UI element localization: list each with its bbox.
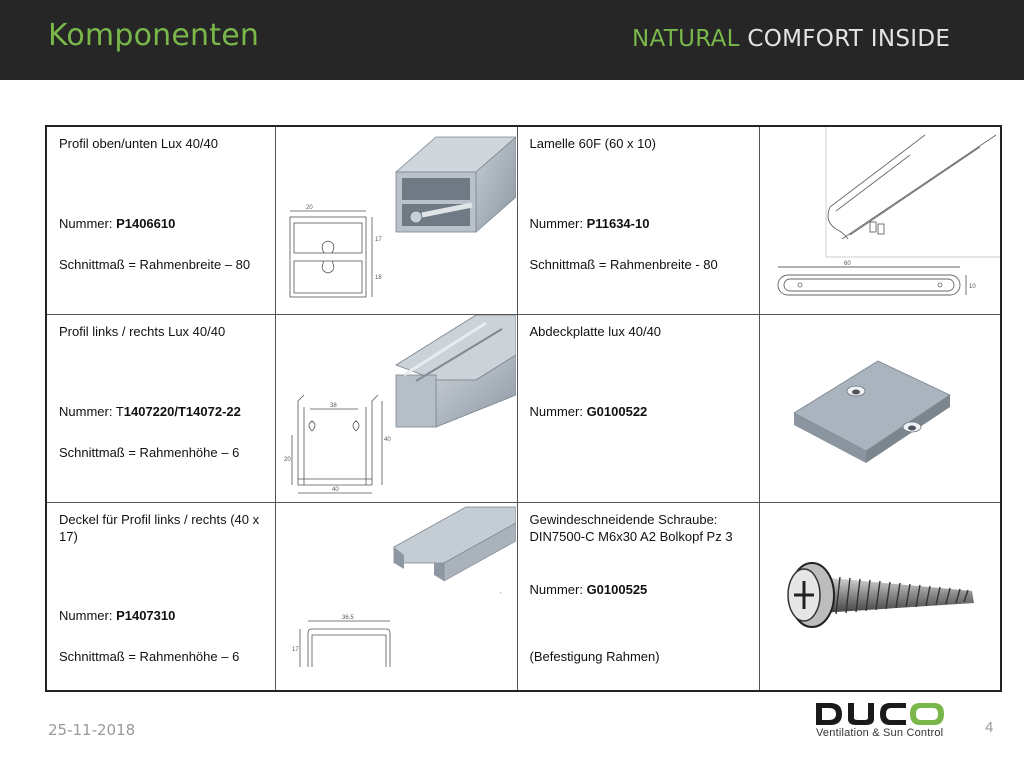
dim-label: 20 [284,457,291,463]
footer-date: 25-11-2018 [48,721,136,739]
profile-left-right-drawing: 38 40 20 40 [284,315,516,494]
number-label: Nummer: [59,216,117,231]
component-number: Nummer: G0100525 [530,581,749,598]
component-number: Nummer: P1406610 [59,215,265,232]
dim-label: 10 [969,284,976,290]
component-name: Lamelle 60F (60 x 10) [529,136,656,151]
component-cell-profile-top-bottom: Profil oben/unten Lux 40/40 Nummer: P140… [45,125,276,315]
cut-dimension: Schnittmaß = Rahmenbreite – 80 [59,257,251,272]
dim-label: 40 [384,437,391,443]
component-cell-screw: Gewindeschneidende Schraube: DIN7500-C M… [516,502,760,692]
tagline-comfort-inside: COMFORT INSIDE [747,26,951,52]
number-value: G0100525 [586,582,648,597]
page-title: Komponenten [48,18,260,53]
table-row: Deckel für Profil links / rechts (40 x 1… [45,502,1002,692]
drawing-screw [758,502,1002,692]
number-label: Nummer: T [59,404,124,419]
component-cell-lamella: Lamelle 60F (60 x 10) Nummer: P11634-10 … [516,125,760,315]
number-label: Nummer: [529,404,587,419]
number-value: 1407220/T14072-22 [123,404,241,419]
component-number: Nummer: T1407220/T14072-22 [59,403,265,420]
number-label: Nummer: [59,608,117,623]
duco-logo [816,703,944,725]
component-number: Nummer: G0100522 [530,403,749,420]
drawing-profile-left-right: 38 40 20 40 [274,314,518,503]
component-number: Nummer: P11634-10 [530,215,749,232]
fastening-note: (Befestigung Rahmen) [529,649,660,664]
dim-label: 36.5 [342,615,354,621]
number-value: P11634-10 [586,216,650,231]
component-name: Deckel für Profil links / rechts (40 x 1… [59,512,260,544]
drawing-lamella: 60 10 [758,125,1002,315]
cut-dimension: Schnittmaß = Rahmenhöhe – 6 [59,445,240,460]
dim-label: 38 [330,403,337,409]
component-cell-profile-left-right: Profil links / rechts Lux 40/40 Nummer: … [45,314,276,503]
table-row: Profil oben/unten Lux 40/40 Nummer: P140… [45,125,1002,315]
screw-drawing [786,562,974,628]
tagline-natural: NATURAL [632,26,740,52]
dim-label: 20 [306,205,313,211]
component-name: Gewindeschneidende Schraube: DIN7500-C M… [529,512,733,544]
dim-label: 17 [375,237,382,243]
drawing-cover-profile: ’ 36.5 17 [274,502,518,692]
components-table: Profil oben/unten Lux 40/40 Nummer: P140… [45,125,1002,692]
dim-label: 60 [844,261,851,267]
component-name: Profil oben/unten Lux 40/40 [59,136,219,151]
cut-dimension: Schnittmaß = Rahmenbreite - 80 [529,257,718,272]
drawing-cover-plate [758,314,1002,503]
cut-dimension: Schnittmaß = Rahmenhöhe – 6 [59,649,240,664]
cover-profile-drawing: ’ 36.5 17 [292,506,516,667]
number-label: Nummer: [529,216,587,231]
number-value: P1407310 [116,608,176,623]
table-row: Profil links / rechts Lux 40/40 Nummer: … [45,314,1002,503]
mark: ’ [500,592,502,599]
number-label: Nummer: [529,582,587,597]
component-cell-cover-plate: Abdeckplatte lux 40/40 Nummer: G0100522 [516,314,760,503]
component-cell-cover-profile: Deckel für Profil links / rechts (40 x 1… [45,502,276,692]
component-name: Abdeckplatte lux 40/40 [529,324,662,339]
dim-label: 17 [292,647,299,653]
component-number: Nummer: P1407310 [59,607,265,624]
page-number: 4 [985,719,994,736]
profile-top-bottom-drawing: 20 17 18 [289,136,516,298]
tagline: NATURAL COMFORT INSIDE [632,26,950,52]
header-bar: Komponenten NATURAL COMFORT INSIDE [0,0,1024,80]
component-name: Profil links / rechts Lux 40/40 [59,324,226,339]
dim-label: 18 [375,275,382,281]
drawing-profile-top-bottom: 20 17 18 [274,125,518,315]
dim-label: 40 [332,487,339,493]
cover-plate-drawing [792,360,951,463]
lamella-drawing: 60 10 [777,127,1000,296]
logo-subtitle: Ventilation & Sun Control [816,727,944,739]
number-value: P1406610 [116,216,176,231]
number-value: G0100522 [586,404,648,419]
